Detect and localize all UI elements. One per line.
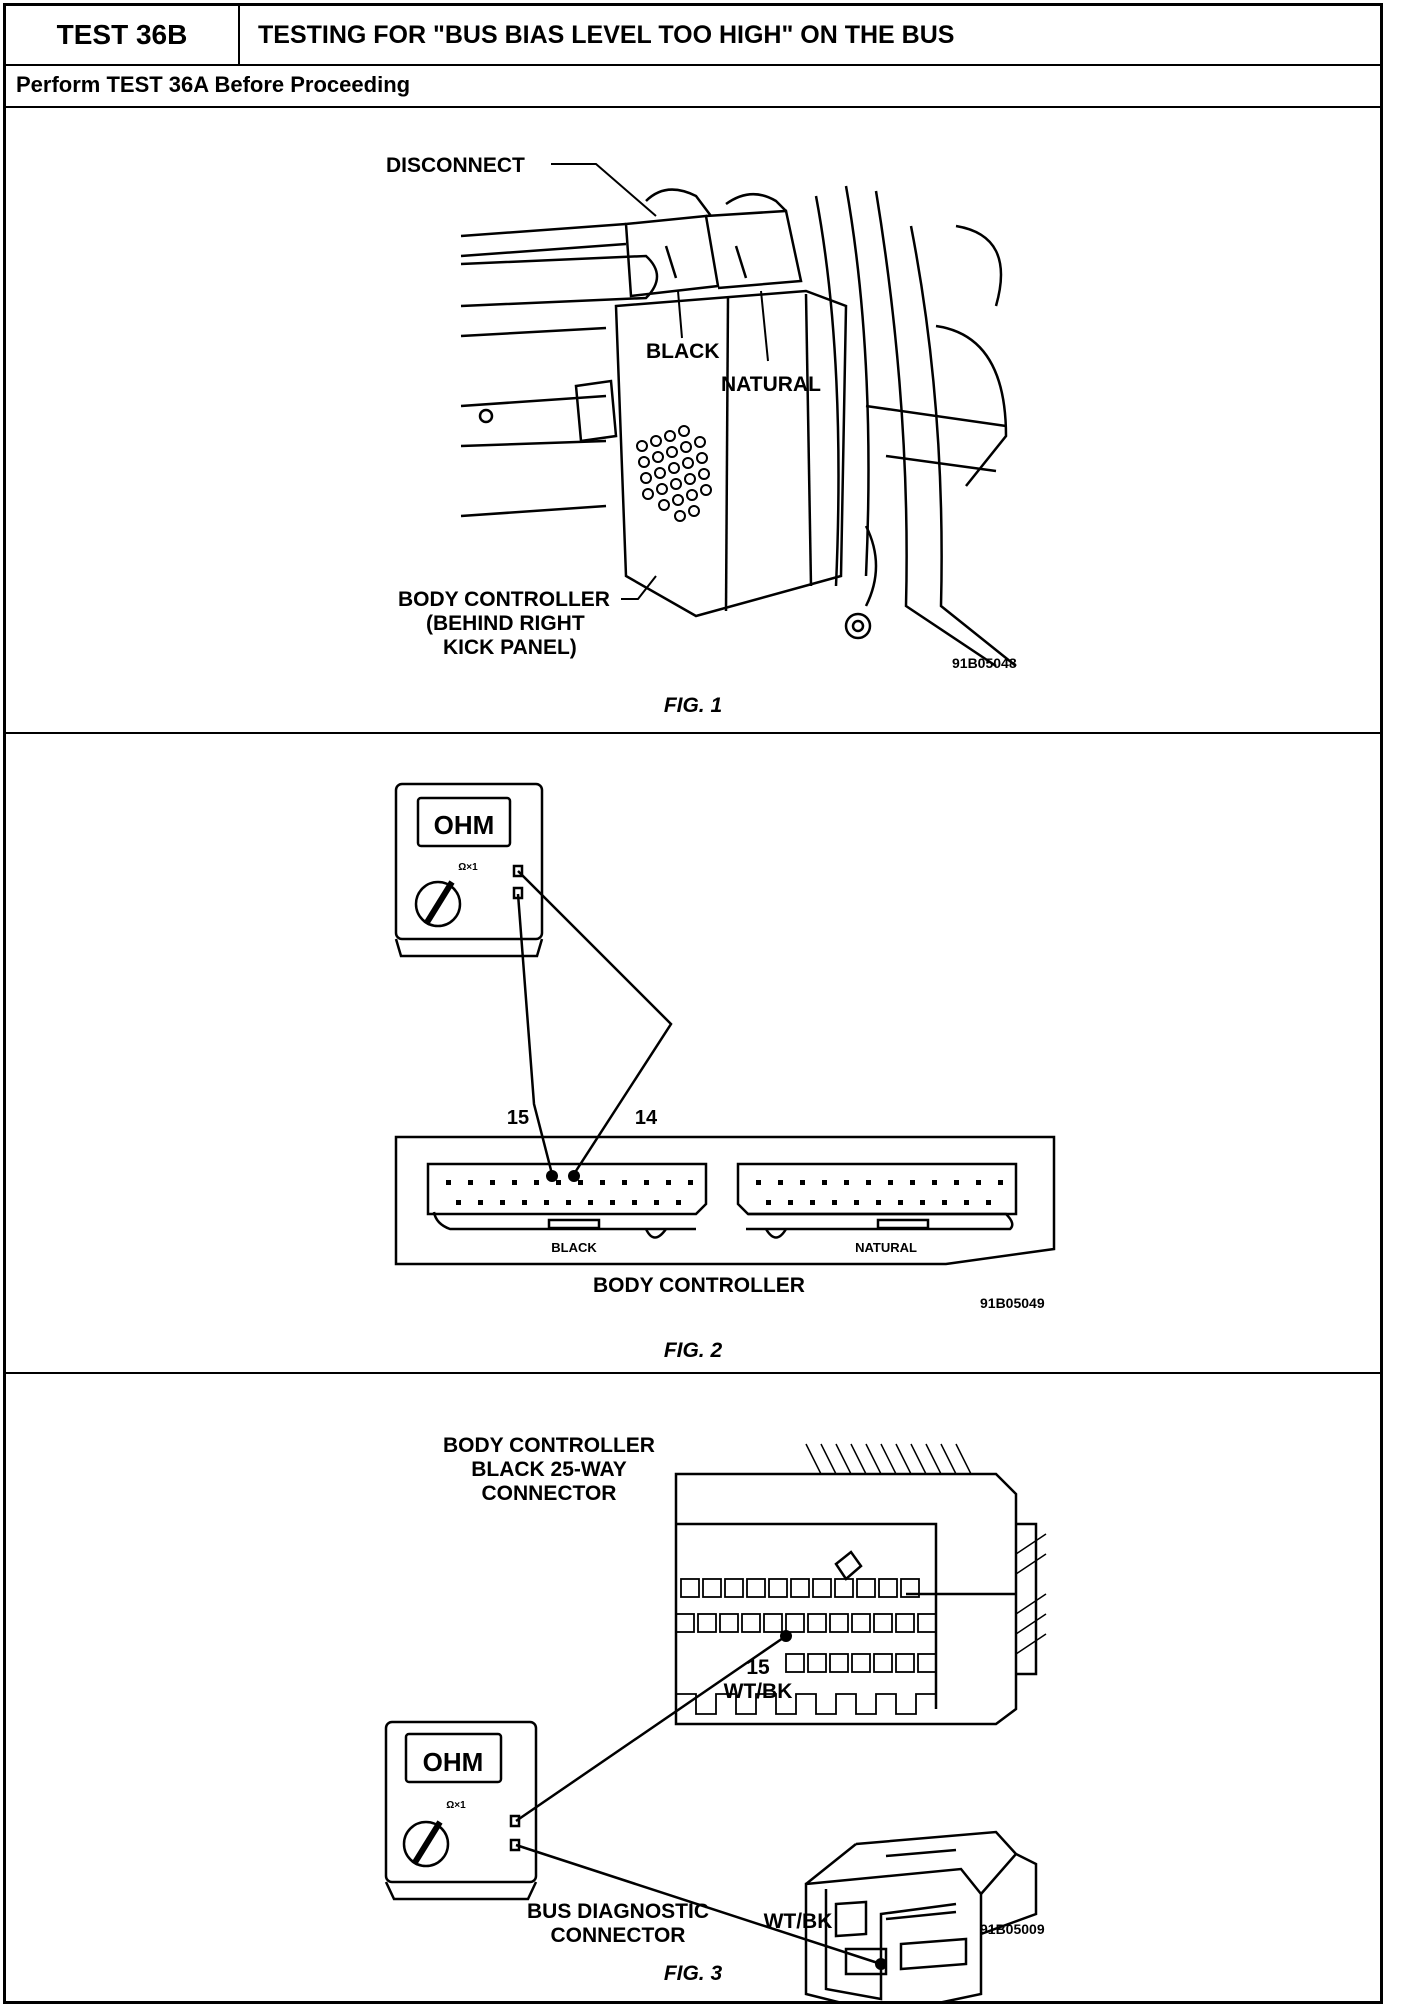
fig3-wire-wtbk-lower: WT/BK: [764, 1910, 833, 1933]
fig2-natural-label: NATURAL: [855, 1240, 917, 1255]
fig1-label-black: BLACK: [646, 340, 720, 363]
fig3-bus-diagnostic-line1: BUS DIAGNOSTIC: [527, 1900, 709, 1923]
fig2-pin-14: 14: [635, 1107, 658, 1129]
prerequisite-text: Perform TEST 36A Before Proceeding: [16, 72, 411, 97]
fig1-label-disconnect: DISCONNECT: [386, 154, 525, 177]
fig3-bus-diagnostic-line2: CONNECTOR: [551, 1924, 686, 1947]
fig2-pin-15: 15: [507, 1107, 529, 1129]
fig3-title-line2: BLACK 25-WAY: [471, 1458, 627, 1481]
fig1-code: 91B05048: [952, 655, 1017, 671]
test-id: TEST 36B: [6, 6, 240, 64]
figure-2-panel: OHM Ω×1 15 14 BLACK NATURAL BODY CONTROL…: [6, 734, 1380, 1374]
fig3-meter-range: Ω×1: [446, 1800, 466, 1811]
header-row: TEST 36B TESTING FOR "BUS BIAS LEVEL TOO…: [6, 6, 1380, 66]
fig3-code: 91B05009: [980, 1921, 1045, 1937]
figure-3-caption: FIG. 3: [663, 1962, 723, 1985]
fig3-pin-15: 15: [746, 1656, 770, 1679]
prerequisite-row: Perform TEST 36A Before Proceeding: [6, 64, 1380, 108]
fig1-label-behind-right: (BEHIND RIGHT: [426, 612, 585, 635]
figure-1-caption: FIG. 1: [663, 694, 723, 717]
test-title: TESTING FOR "BUS BIAS LEVEL TOO HIGH" ON…: [258, 20, 955, 49]
fig2-meter-range: Ω×1: [458, 862, 478, 873]
figure-1-illustration: DISCONNECT BLACK NATURAL BODY CONTROLLER…: [386, 154, 1017, 671]
fig1-label-body-controller: BODY CONTROLLER: [398, 588, 610, 611]
test-frame: TEST 36B TESTING FOR "BUS BIAS LEVEL TOO…: [3, 3, 1383, 2004]
fig3-title-line1: BODY CONTROLLER: [443, 1434, 655, 1457]
figure-2-caption: FIG. 2: [663, 1339, 723, 1362]
fig3-meter-display: OHM: [423, 1747, 484, 1777]
fig3-title-line3: CONNECTOR: [482, 1482, 617, 1505]
fig2-black-label: BLACK: [551, 1240, 597, 1255]
fig2-body-controller: BODY CONTROLLER: [593, 1274, 805, 1297]
figure-3-panel: BODY CONTROLLER BLACK 25-WAY CONNECTOR O…: [6, 1374, 1380, 2001]
figure-3-illustration: BODY CONTROLLER BLACK 25-WAY CONNECTOR O…: [384, 1434, 1047, 2001]
fig1-label-natural: NATURAL: [721, 373, 821, 396]
fig2-meter-display: OHM: [434, 810, 495, 840]
figure-2-illustration: OHM Ω×1 15 14 BLACK NATURAL BODY CONTROL…: [394, 782, 1056, 1311]
fig3-wire-wtbk-upper: WT/BK: [724, 1680, 793, 1703]
fig1-label-kick-panel: KICK PANEL): [443, 636, 577, 659]
figure-1-panel: DISCONNECT BLACK NATURAL BODY CONTROLLER…: [6, 106, 1380, 734]
fig2-code: 91B05049: [980, 1295, 1045, 1311]
